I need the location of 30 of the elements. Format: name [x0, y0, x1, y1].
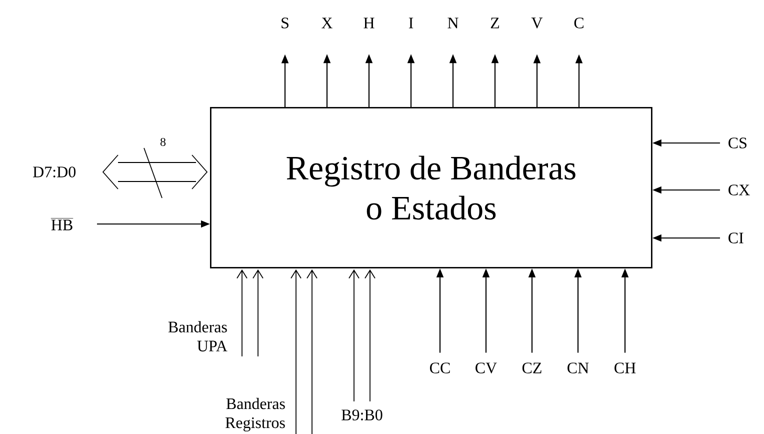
bus-line-arrow	[290, 269, 302, 434]
signal-label: CX	[728, 184, 750, 196]
signal-label: V	[531, 18, 543, 28]
signal-label: B9:B0	[342, 410, 382, 420]
bus-line-arrow	[364, 269, 376, 402]
bus-line-arrow	[348, 269, 360, 402]
edge-label: 8	[160, 138, 166, 146]
signal-label: CZ	[522, 362, 542, 374]
signal-label: C	[574, 18, 584, 28]
signal-label: CI	[728, 232, 744, 244]
signal-label: N	[448, 18, 458, 28]
bus-arrow	[102, 148, 208, 198]
signal-label: S	[282, 18, 288, 28]
signal-label: CV	[476, 362, 497, 374]
signal-label: X	[322, 18, 332, 28]
signal-label: CH	[614, 362, 636, 374]
signal-label: D7:D0	[33, 166, 76, 178]
bus-line-arrow	[236, 269, 248, 357]
signal-label: H	[364, 18, 374, 28]
bus-line-arrow	[306, 269, 318, 434]
signal-label: CN	[568, 362, 589, 374]
signal-label: CC	[430, 362, 450, 374]
signal-label: I	[408, 18, 414, 28]
signal-label: HB	[50, 218, 74, 230]
bus-label: Banderas Registros	[225, 398, 285, 432]
signal-label: CS	[728, 138, 746, 148]
bus-line-arrow	[252, 269, 264, 357]
bus-label: Banderas UPA	[168, 321, 228, 352]
register-box: Registro de Banderas o Estados	[210, 107, 652, 268]
signal-label: Z	[490, 18, 499, 28]
